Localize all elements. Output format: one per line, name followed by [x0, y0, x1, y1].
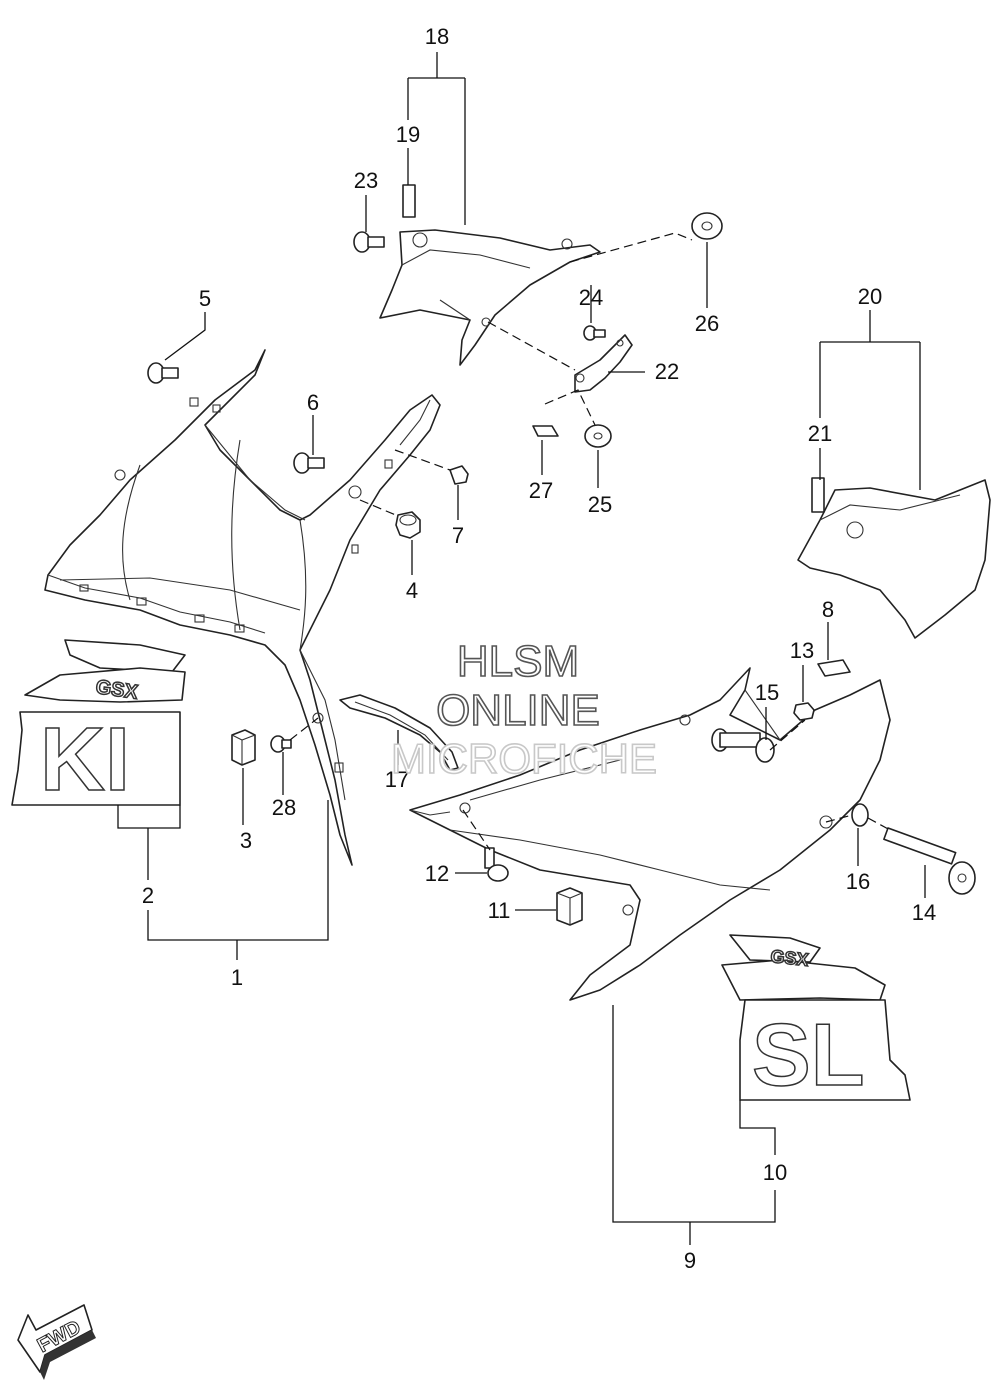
callout-28: 28	[272, 795, 296, 820]
callout-labels: 1 2 3 4 5 6 7 8 9 10 11 12 13 14 15 16 1…	[142, 24, 936, 1273]
part-3-clip	[231, 729, 256, 766]
part-7-nut	[449, 465, 469, 485]
upper-fairing	[44, 349, 441, 866]
left-decal-set: KI GSX	[11, 639, 186, 811]
callout-16: 16	[846, 869, 870, 894]
right-decal-set: SL GSX	[721, 934, 911, 1105]
callout-1: 1	[231, 965, 243, 990]
part-6-screw	[293, 452, 325, 474]
callout-5: 5	[199, 286, 211, 311]
hardware	[147, 212, 976, 926]
callout-12: 12	[425, 861, 449, 886]
callout-13: 13	[790, 638, 814, 663]
upper-inner-panel	[379, 184, 601, 366]
callout-9: 9	[684, 1248, 696, 1273]
watermark-line-3: MICROFICHE	[391, 735, 657, 782]
callout-25: 25	[588, 492, 612, 517]
part-24-screw	[583, 325, 606, 341]
callout-24: 24	[579, 285, 603, 310]
callout-20: 20	[858, 284, 882, 309]
callout-23: 23	[354, 168, 378, 193]
callout-14: 14	[912, 900, 936, 925]
part-14-bolt	[883, 827, 976, 895]
watermark-line-2: ONLINE	[436, 686, 600, 735]
watermark-line-1: HLSM	[457, 637, 579, 686]
callout-26: 26	[695, 311, 719, 336]
right-side-cowl-small	[797, 477, 991, 639]
part-16-washer	[851, 803, 869, 827]
part-17-strip	[339, 694, 459, 771]
callout-27: 27	[529, 478, 553, 503]
callout-6: 6	[307, 390, 319, 415]
left-model-decal: KI	[40, 710, 130, 810]
leader-lines	[117, 52, 926, 1245]
callout-19: 19	[396, 122, 420, 147]
part-15-spacer	[711, 728, 775, 763]
part-19-label	[402, 184, 416, 218]
part-12-screw	[484, 847, 509, 882]
part-27-cushion	[532, 425, 559, 437]
watermark: HLSM ONLINE MICROFICHE	[390, 636, 658, 783]
callout-18: 18	[425, 24, 449, 49]
callout-22: 22	[655, 359, 679, 384]
callout-17: 17	[385, 767, 409, 792]
part-8-cushion	[817, 659, 851, 677]
callout-2: 2	[142, 883, 154, 908]
callout-10: 10	[763, 1160, 787, 1185]
part-13-nut	[793, 702, 815, 721]
part-22-bracket	[574, 334, 633, 393]
part-28-pin	[270, 735, 292, 753]
callout-15: 15	[755, 680, 779, 705]
part-25-grommet	[584, 424, 612, 448]
callout-8: 8	[822, 597, 834, 622]
callout-7: 7	[452, 523, 464, 548]
part-4-grommet	[395, 511, 421, 539]
part-21-label	[811, 477, 825, 513]
part-23-screw	[353, 231, 385, 253]
right-logo-decal: GSX	[770, 946, 810, 970]
callout-11: 11	[488, 898, 511, 923]
part-11-clip	[556, 887, 583, 926]
right-model-decal: SL	[752, 1005, 864, 1104]
forward-arrow: FWD	[17, 1304, 96, 1380]
callout-3: 3	[240, 828, 252, 853]
callout-4: 4	[406, 578, 418, 603]
part-26-grommet	[691, 212, 723, 240]
callout-21: 21	[808, 421, 832, 446]
part-5-screw	[147, 362, 179, 384]
